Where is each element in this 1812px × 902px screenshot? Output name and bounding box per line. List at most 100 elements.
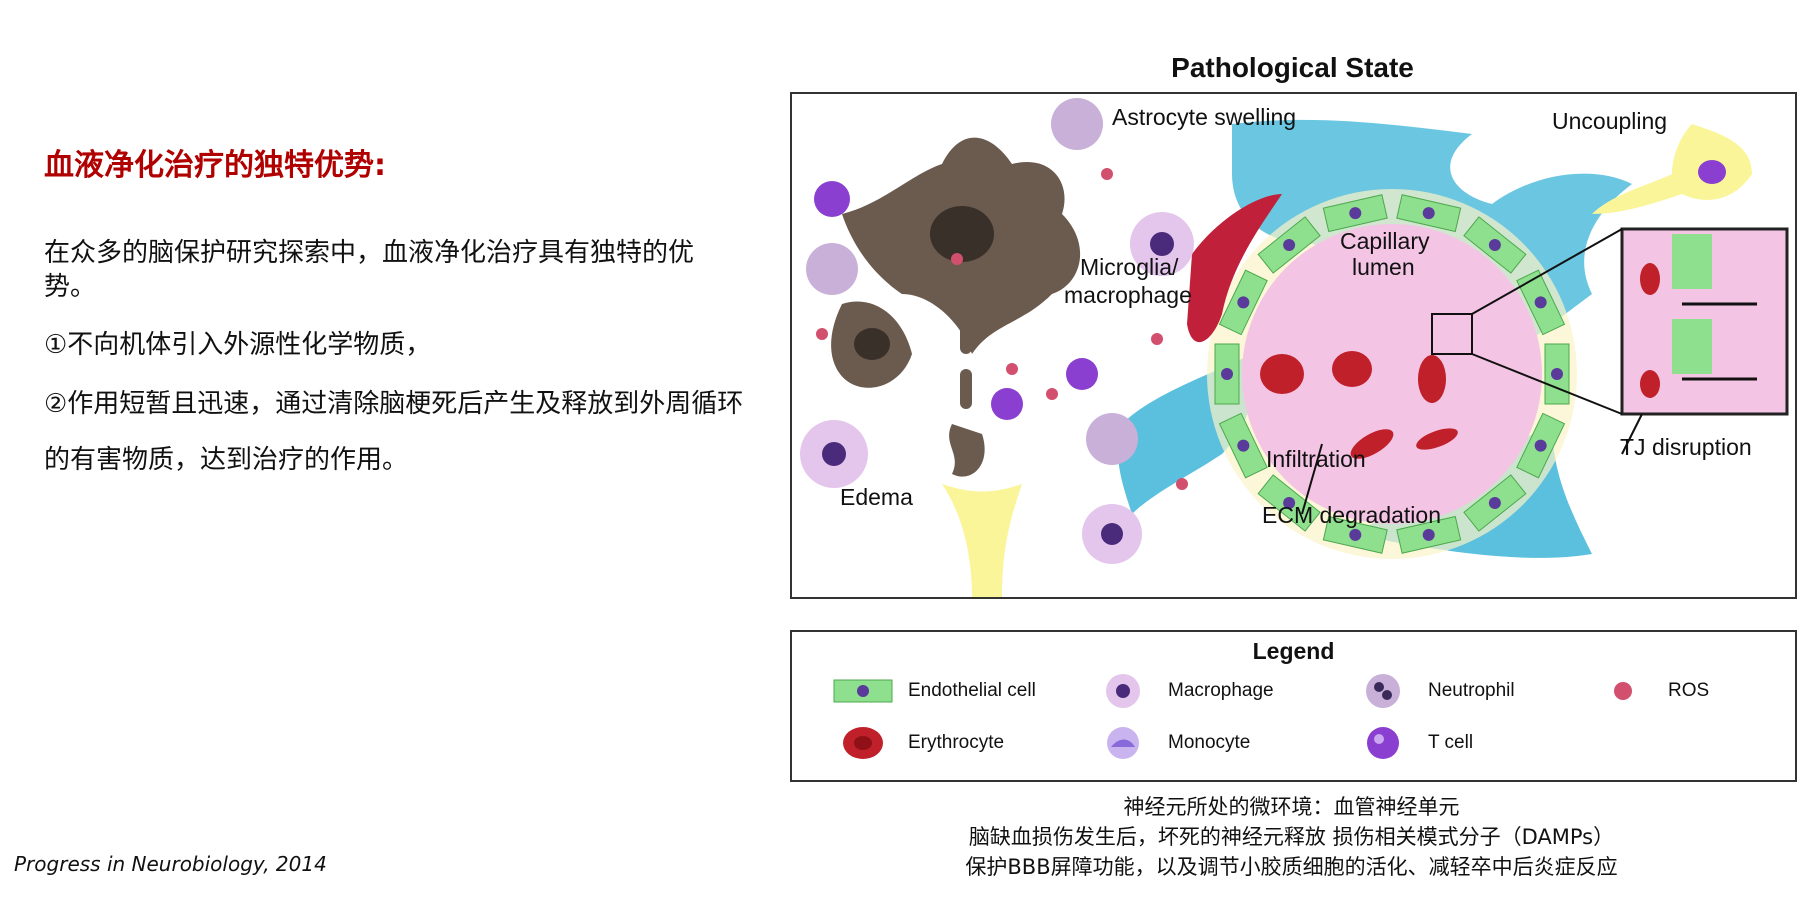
caption-line-3: 保护BBB屏障功能，以及调节小胶质细胞的活化、减轻卒中后炎症反应 [965,855,1618,879]
left-text-column: 血液净化治疗的独特优势: 在众多的脑保护研究探索中，血液净化治疗具有独特的优势。… [44,140,744,512]
ros-dot [1046,388,1058,400]
endothelial-nucleus [1488,238,1501,251]
astrocyte-foot-yellow [942,484,1022,597]
legend-item-macrophage: Macrophage [1092,672,1274,710]
axon-segment [960,369,972,409]
erythrocyte [1416,428,1458,450]
label-macrophage: macrophage [1064,282,1192,308]
label-lumen: lumen [1352,254,1415,280]
erythrocyte-icon [832,724,894,762]
label-tj-disruption: TJ disruption [1620,434,1752,460]
tj-inset-endothelial [1672,319,1712,374]
legend-title: Legend [1252,638,1335,664]
section-heading: 血液净化治疗的独特优势: [44,148,386,183]
ros-dot [1176,478,1188,490]
neutrophil-cell [1086,413,1138,465]
endothelial-icon [832,672,894,710]
tcell [991,388,1023,420]
erythrocyte [1640,263,1660,295]
neutrophil-cell [1051,98,1103,150]
citation: Progress in Neurobiology, 2014 [14,852,327,876]
ros-dot [1151,333,1163,345]
label-microglia: Microglia/ [1080,254,1179,280]
legend-label: Endothelial cell [908,680,1036,701]
legend-label: Erythrocyte [908,732,1005,753]
legend-item-neutrophil: Neutrophil [1352,672,1515,710]
macrophage-nucleus [1150,232,1174,256]
label-astrocyte-swelling: Astrocyte swelling [1112,104,1297,130]
paragraph-intro: 在众多的脑保护研究探索中，血液净化治疗具有独特的优势。 [44,238,695,302]
legend-label: T cell [1428,732,1474,753]
tcell [814,181,850,217]
endothelial-nucleus [1422,207,1435,220]
endothelial-nucleus [1422,528,1435,541]
tj-zoom-line [1471,353,1623,415]
legend-box: Legend Endothelial cell Macrophage Neutr… [790,630,1797,782]
tj-pointer [1621,413,1643,455]
glial-nucleus [854,328,890,360]
macrophage-nucleus [822,442,846,466]
axon-segment [960,304,972,354]
uncoupling-neuron [1592,124,1752,214]
endothelial-ring [1214,194,1570,554]
legend-label: Monocyte [1168,732,1251,753]
label-edema: Edema [840,484,913,510]
caption-line-1: 神经元所处的微环境：血管神经单元 [1123,795,1460,819]
erythrocyte [1332,351,1372,387]
pathology-panel: Astrocyte swelling Uncoupling Capillary … [790,92,1797,599]
tj-zoom-line [1471,228,1623,315]
tcell [1066,358,1098,390]
macrophage-icon [1092,672,1154,710]
figure-title: Pathological State [1171,52,1414,83]
pathology-figure: Pathological State [790,52,1797,599]
endothelial-nucleus [1237,439,1250,452]
neutrophil-cell [806,243,858,295]
paragraph-point-2: ②作用短暂且迅速，通过清除脑梗死后产生及释放到外周循环的有害物质，达到治疗的作用… [44,389,744,475]
ros-dot [1006,363,1018,375]
neutrophil-icon [1352,672,1414,710]
figure-caption: 神经元所处的微环境：血管神经单元 脑缺血损伤发生后，坏死的神经元释放 损伤相关模… [790,792,1793,882]
label-uncoupling: Uncoupling [1552,108,1668,134]
tcell-icon [1352,724,1414,762]
endothelial-nucleus [1237,296,1250,309]
uncoupling-nucleus [1698,160,1726,184]
label-capillary: Capillary [1340,228,1430,254]
ros-icon [1592,672,1654,710]
endothelial-nucleus [1349,207,1362,220]
ros-dot [816,328,828,340]
endothelial-nucleus [1534,296,1547,309]
endothelial-nucleus [1534,439,1547,452]
legend-item-ros: ROS [1592,672,1709,710]
erythrocyte [1260,354,1304,394]
legend-item-monocyte: Monocyte [1092,724,1250,762]
axon-terminal [949,424,985,477]
ros-dot [951,253,963,265]
endothelial-nucleus [1283,497,1296,510]
monocyte-icon [1092,724,1154,762]
macrophage-nucleus [1101,523,1123,545]
pericyte-shape [1187,194,1282,343]
erythrocyte [1418,355,1446,403]
caption-line-2: 脑缺血损伤发生后，坏死的神经元释放 损伤相关模式分子（DAMPs） [968,825,1615,849]
legend-item-endothelial: Endothelial cell [832,672,1036,710]
legend-item-tcell: T cell [1352,724,1473,762]
paragraph-point-1: ①不向机体引入外源性化学物质， [44,330,432,360]
legend-label: Macrophage [1168,680,1274,701]
legend-label: Neutrophil [1428,680,1515,701]
endothelial-nucleus [1221,368,1233,380]
tj-zoom-box [1431,313,1473,355]
pathology-illustration [800,98,1789,597]
capillary-lumen-disc [1242,224,1542,524]
endothelial-nucleus [1349,528,1362,541]
endothelial-nucleus [1283,238,1296,251]
erythrocyte [1350,429,1394,459]
ecm-pointer [1301,443,1323,515]
legend-label: ROS [1668,680,1710,701]
erythrocyte [1640,370,1660,398]
endothelial-nucleus [1551,368,1563,380]
neuron-nucleus [930,206,994,262]
tj-inset-endothelial [1672,234,1712,289]
ros-dot [1101,168,1113,180]
label-infiltration: Infiltration [1266,446,1366,472]
label-ecm-degradation: ECM degradation [1262,502,1441,528]
